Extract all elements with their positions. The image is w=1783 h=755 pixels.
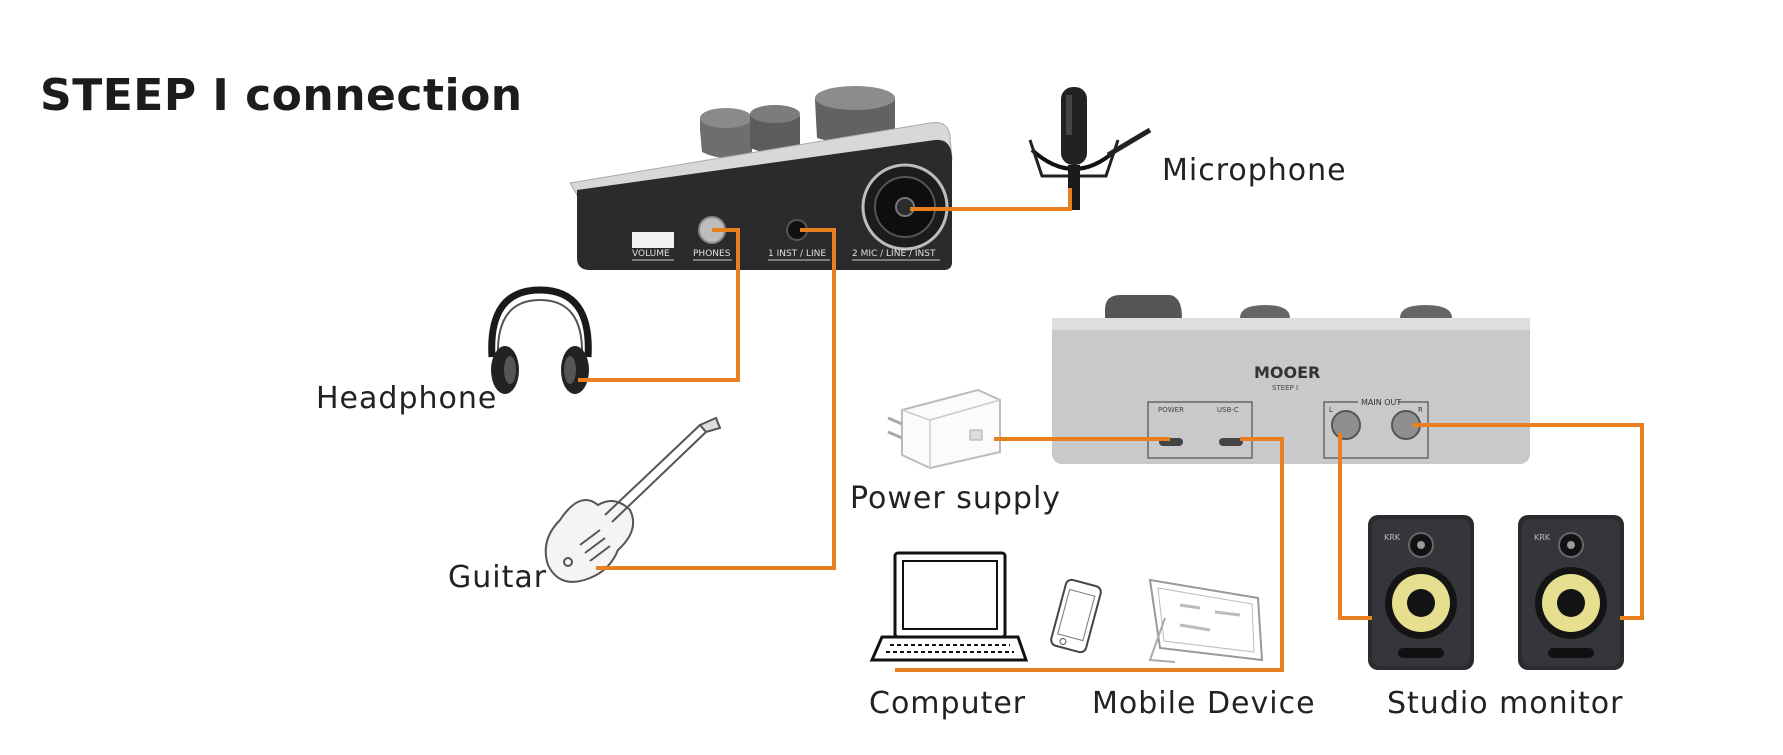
- label-studio-monitor: Studio monitor: [1387, 686, 1623, 721]
- back-label-usb: USB-C: [1217, 406, 1239, 414]
- volume-wheel: [632, 232, 674, 248]
- back-label-right: R: [1418, 406, 1423, 414]
- back-label-power: POWER: [1158, 406, 1184, 414]
- svg-text:KRK: KRK: [1384, 533, 1401, 542]
- usb-c-port-data: [1219, 438, 1243, 446]
- back-label-left: L: [1329, 406, 1333, 414]
- cable-headphone: [578, 228, 740, 382]
- cable-monitor-right: [1412, 423, 1644, 620]
- label-microphone: Microphone: [1162, 153, 1347, 188]
- main-out-left-jack: [1331, 410, 1361, 440]
- svg-text:KRK: KRK: [1534, 533, 1551, 542]
- label-power-supply: Power supply: [850, 481, 1061, 516]
- front-label-input2: 2 MIC / LINE / INST: [852, 249, 936, 259]
- label-mobile-device: Mobile Device: [1092, 686, 1316, 721]
- front-label-volume: VOLUME: [632, 249, 670, 259]
- tablet-icon: [1148, 578, 1264, 663]
- guitar-icon: [544, 416, 722, 583]
- studio-monitor-icon: KRK: [1518, 515, 1624, 670]
- studio-monitor-icon: KRK: [1368, 515, 1474, 670]
- cable-monitor-left: [1338, 433, 1372, 620]
- power-usb-panel: [1147, 401, 1253, 459]
- power-adapter-icon: [887, 388, 1001, 470]
- interface-back-view: MOOER STEEP I POWER USB-C MAIN OUT L R: [1052, 295, 1530, 464]
- brand-logo: MOOER: [1254, 363, 1320, 382]
- front-label-phones: PHONES: [693, 249, 731, 259]
- knob: [700, 108, 752, 158]
- phone-icon: [1050, 578, 1102, 654]
- cables: [578, 188, 1644, 672]
- headphone-icon: [488, 286, 592, 394]
- interface-front-view: VOLUME PHONES 1 INST / LINE 2 MIC / LINE…: [569, 86, 953, 270]
- page-title: STEEP I connection: [40, 70, 523, 121]
- label-computer: Computer: [869, 686, 1026, 721]
- laptop-icon: [869, 551, 1029, 662]
- label-headphone: Headphone: [316, 381, 497, 416]
- knob: [750, 105, 800, 153]
- microphone-icon: [1028, 87, 1152, 210]
- back-label-main-out: MAIN OUT: [1361, 398, 1401, 407]
- knob: [815, 86, 895, 144]
- cable-usb-devices: [895, 437, 1284, 672]
- front-label-input1: 1 INST / LINE: [768, 249, 826, 259]
- model-name: STEEP I: [1272, 384, 1298, 392]
- cable-guitar: [596, 228, 836, 570]
- cable-microphone: [910, 188, 1072, 211]
- label-guitar: Guitar: [448, 560, 547, 595]
